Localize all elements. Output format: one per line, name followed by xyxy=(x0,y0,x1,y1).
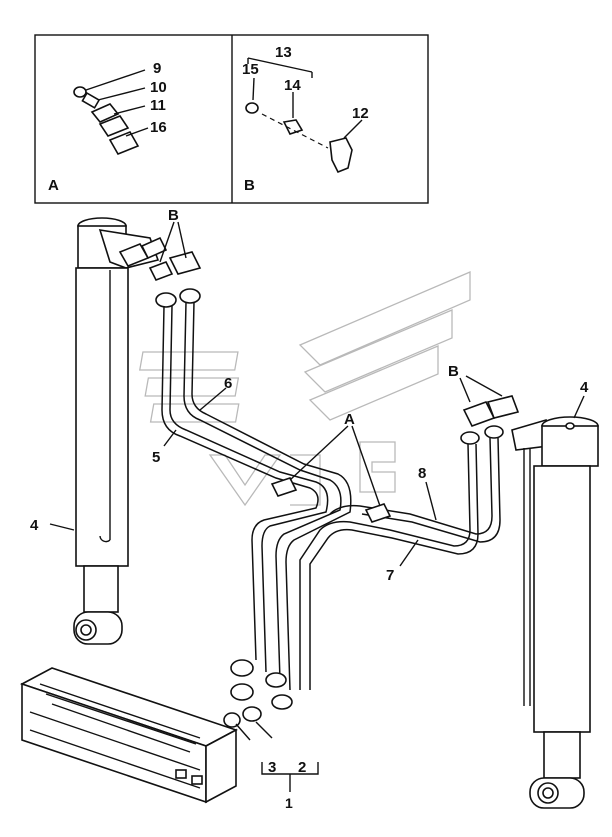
callout-11: 11 xyxy=(150,97,166,114)
leader-4-right xyxy=(573,395,585,419)
cylinder-rod-right xyxy=(543,731,581,779)
callout-7: 7 xyxy=(386,567,394,584)
callout-b-right: B xyxy=(448,363,459,380)
leader-8 xyxy=(425,481,437,521)
leader-12 xyxy=(343,119,363,139)
callout-5: 5 xyxy=(152,449,160,466)
callout-8: 8 xyxy=(418,465,426,482)
leader-10 xyxy=(97,87,146,101)
clamps-a xyxy=(270,425,392,523)
leader-2 xyxy=(255,721,273,739)
callout-4-right: 4 xyxy=(580,379,589,396)
leader-9 xyxy=(85,69,146,91)
callout-1: 1 xyxy=(285,795,293,811)
valve-side xyxy=(205,728,237,804)
leader-5 xyxy=(163,429,177,447)
cylinder-barrel-right xyxy=(533,465,591,733)
inset-a-parts xyxy=(73,69,149,156)
part-10-spacer xyxy=(81,91,101,109)
part-11-bracket-b xyxy=(98,115,130,137)
hose-8 xyxy=(329,437,493,535)
callout-4-left: 4 xyxy=(30,517,39,534)
part-11-bracket xyxy=(90,103,120,123)
leader-7 xyxy=(399,539,419,567)
lift-cylinder-right-icon xyxy=(511,416,599,809)
leader-4-left xyxy=(49,523,75,531)
part-14-connector xyxy=(282,119,304,135)
leader-6 xyxy=(199,387,227,411)
hose-5 xyxy=(161,305,319,661)
leader-11 xyxy=(113,105,146,115)
callout-16: 16 xyxy=(150,119,167,136)
inset-a-label: A xyxy=(48,177,59,194)
inset-b-label: B xyxy=(244,177,255,194)
part-15-oring xyxy=(245,102,259,114)
cylinder-rod xyxy=(83,565,119,613)
hose-6 xyxy=(183,301,342,681)
fittings-b-left xyxy=(118,221,202,308)
hydraulic-hose-icon xyxy=(161,301,501,691)
lift-cylinder-left-icon xyxy=(73,217,160,645)
hose-7 xyxy=(299,443,471,690)
inset-panel xyxy=(34,34,429,204)
part-9-knob xyxy=(73,86,87,98)
fittings-b-right xyxy=(459,375,520,445)
group-13-bracket xyxy=(247,57,313,73)
callout-15: 15 xyxy=(242,61,259,78)
part-12-elbow xyxy=(329,137,353,174)
watermark-logo-icon xyxy=(138,271,471,507)
leader-15 xyxy=(252,77,255,101)
callout-6: 6 xyxy=(224,375,232,392)
leader-3 xyxy=(235,723,251,741)
leader-16 xyxy=(125,127,149,137)
cylinder-barrel xyxy=(75,267,129,567)
callout-14: 14 xyxy=(284,77,301,94)
callout-13: 13 xyxy=(275,44,292,61)
callout-2: 2 xyxy=(298,759,306,776)
callout-10: 10 xyxy=(150,79,167,96)
hose-end-fittings xyxy=(223,659,293,728)
callout-12: 12 xyxy=(352,105,369,122)
part-16-plate xyxy=(108,130,140,156)
assembly-axis xyxy=(261,113,329,149)
callout-3: 3 xyxy=(268,759,276,776)
callout-9: 9 xyxy=(153,60,161,77)
inset-b-parts xyxy=(245,57,363,174)
callout-b-left: B xyxy=(168,207,179,224)
callout-a-center: A xyxy=(344,411,355,428)
control-valve-icon xyxy=(19,667,239,804)
